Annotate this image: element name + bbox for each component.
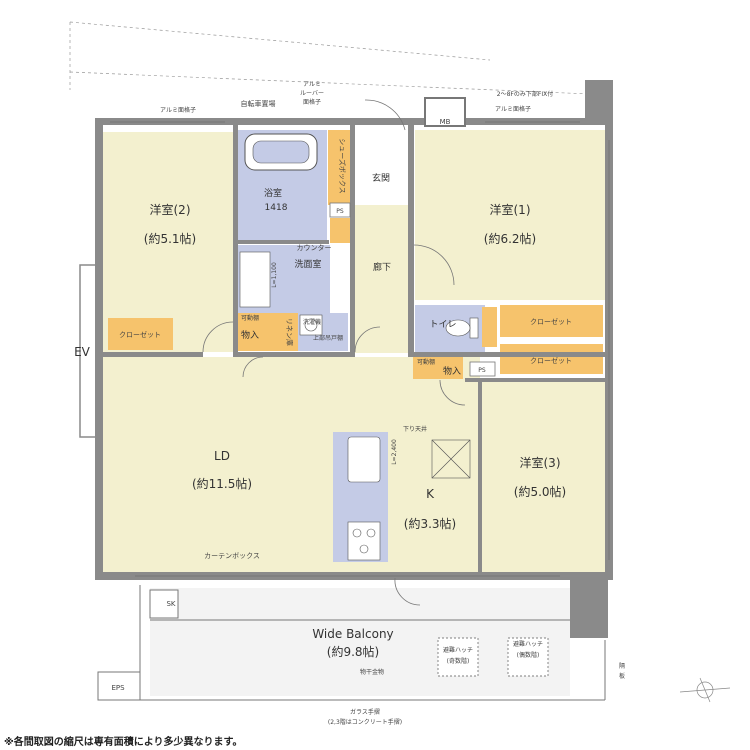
ld-name: LD — [214, 449, 230, 463]
washroom-fixtures — [239, 251, 323, 336]
washing-machine-label: 洗濯機 — [303, 318, 321, 326]
bike-parking-label: 自転車置場 — [241, 99, 276, 108]
ev-label: EV — [74, 345, 91, 359]
washroom-name: 洗面室 — [294, 258, 321, 270]
movable-shelf-mid: 可動棚 — [417, 358, 435, 366]
hall-area — [355, 205, 412, 353]
eps-label: EPS — [111, 684, 125, 692]
bathtub — [244, 133, 318, 171]
footnote: ※各間取図の縮尺は専有面積により多少異なります。 — [4, 737, 243, 748]
balcony-name: Wide Balcony — [312, 627, 393, 641]
entrance-label: 玄関 — [372, 172, 390, 184]
lowered-ceiling-label: 下り天井 — [403, 425, 427, 433]
hatches — [437, 637, 549, 677]
dim-washroom-label: L=1,100 — [271, 262, 278, 288]
movable-shelf-left: 可動棚 — [241, 314, 259, 322]
hatch-odd-line2: (奇数階) — [447, 657, 470, 665]
western1-area — [415, 130, 605, 300]
hall-label: 廊下 — [373, 261, 391, 273]
western1-name: 洋室(1) — [490, 202, 531, 217]
louver-line1: アルミ — [303, 81, 321, 88]
balcony-size: (約9.8帖) — [327, 644, 379, 659]
shoebox-area — [328, 130, 352, 205]
curtain-box-label: カーテンボックス — [204, 552, 260, 560]
western2-area — [103, 132, 235, 352]
mb-label: MB — [440, 118, 451, 126]
hatch-odd-line1: 避難ハッチ — [443, 646, 473, 654]
counter-small — [330, 218, 352, 243]
storage-left-label: 物入 — [241, 329, 259, 341]
storage-mid-label: 物入 — [443, 365, 461, 377]
western1-size: (約6.2帖) — [484, 231, 536, 246]
balcony-area — [150, 588, 570, 696]
louver-line3: 面格子 — [303, 98, 321, 106]
closet-right-2 — [500, 344, 603, 374]
shoebox-label: シューズボックス — [338, 138, 347, 193]
closet-right-1 — [500, 305, 603, 337]
toilet-label: トイレ — [429, 320, 456, 330]
ld-size: (約11.5帖) — [192, 476, 252, 491]
louver-line2: ルーバー — [300, 90, 324, 97]
kitchen-fixtures — [347, 436, 381, 561]
ps-label-2: PS — [478, 367, 486, 374]
bath-name: 浴室 — [264, 187, 282, 199]
kitchen-size: (約3.3帖) — [404, 516, 456, 531]
western2-name: 洋室(2) — [150, 202, 191, 217]
storage-areas — [108, 130, 603, 379]
western3-name: 洋室(3) — [520, 455, 561, 470]
western3-area — [480, 378, 605, 572]
kitchen-name: K — [426, 487, 435, 501]
ps-boxes — [329, 202, 496, 377]
glass-rail-line2: (2,3階はコンクリート手摺) — [328, 718, 402, 726]
glass-rail-line1: ガラス手摺 — [350, 708, 380, 716]
fix-note-label: 2～8Fのみ下部FIX付 — [497, 90, 553, 98]
ev-shaft — [79, 264, 95, 438]
dim-kitchen-label: L=2,400 — [391, 439, 398, 465]
storage-left — [236, 313, 276, 351]
alumi-grid-left-label: アルミ面格子 — [160, 106, 196, 114]
upper-shelf-label: 上部吊戸棚 — [313, 334, 343, 342]
mb-box — [424, 97, 466, 127]
balcony-outline — [97, 585, 606, 701]
site-lines — [69, 21, 591, 95]
closet-right1-label: クローゼット — [530, 317, 572, 326]
closet-left-label: クローゼット — [119, 330, 161, 339]
western3-size: (約5.0帖) — [514, 484, 566, 499]
toilet-shelf — [482, 307, 497, 347]
storage-mid — [413, 357, 463, 379]
lowered-ceiling-box — [431, 439, 471, 479]
western2-size: (約5.1帖) — [144, 231, 196, 246]
partition-line2: 板 — [619, 672, 625, 680]
clothes-rack-label: 物干金物 — [360, 668, 384, 676]
toilet-fixture — [445, 317, 479, 339]
windows — [110, 121, 610, 577]
counter-label: カウンター — [297, 243, 332, 252]
partition-line1: 隔 — [619, 662, 625, 670]
linen-label: リネン庫 — [285, 318, 294, 346]
ld-area — [103, 357, 333, 572]
linen-area — [276, 313, 298, 351]
bath-code: 1418 — [265, 203, 288, 213]
alumi-grid-right-label: アルミ面格子 — [495, 105, 531, 113]
ps-label-1: PS — [336, 208, 344, 215]
closet-right2-label: クローゼット — [530, 356, 572, 365]
hatch-even-line2: (偶数階) — [517, 651, 540, 659]
sk-label: SK — [166, 600, 175, 608]
hatch-even-line1: 避難ハッチ — [513, 640, 543, 648]
door-swings — [202, 99, 466, 606]
compass-icon — [679, 677, 731, 703]
closet-left — [108, 318, 173, 350]
